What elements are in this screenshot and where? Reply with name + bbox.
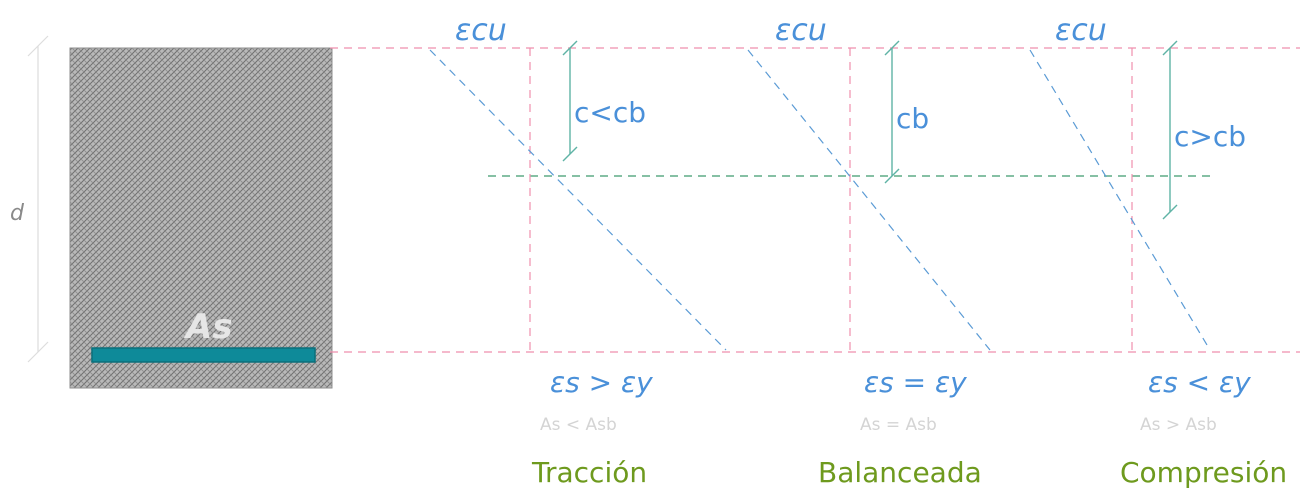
area-relation-label: As < Asb [540,415,617,435]
strain-profile-line [747,49,991,351]
depth-label: d [10,201,25,226]
steel-area-label: As [183,307,233,347]
neutral-axis-dimension [1162,40,1178,220]
area-relation-label: As = Asb [860,415,937,435]
neutral-axis-label: c>cb [1174,120,1246,153]
case-balanced: εcu cb εs = εy As = Asb Balanceada [747,13,991,489]
regime-label: Balanceada [818,456,982,489]
strain-profile-line [429,49,727,351]
strain-profile-line [1029,49,1211,351]
case-compression: εcu c>cb εs < εy As > Asb Compresión [1029,13,1287,489]
regime-label: Compresión [1120,456,1287,489]
regime-label: Tracción [531,456,647,489]
depth-dimension: d [10,35,49,363]
case-tension: εcu c<cb εs > εy As < Asb Tracción [429,13,727,489]
steel-strain-label: εs > εy [550,366,653,399]
steel-strain-label: εs = εy [864,366,967,399]
neutral-axis-label: c<cb [574,96,646,129]
concrete-section: As [69,47,333,389]
steel-bar [91,347,316,363]
steel-strain-label: εs < εy [1148,366,1251,399]
neutral-axis-label: cb [896,102,929,135]
top-strain-label: εcu [775,13,827,48]
top-strain-label: εcu [455,13,507,48]
neutral-axis-dimension [562,40,578,162]
area-relation-label: As > Asb [1140,415,1217,435]
top-strain-label: εcu [1055,13,1107,48]
neutral-axis-dimension [884,40,900,184]
